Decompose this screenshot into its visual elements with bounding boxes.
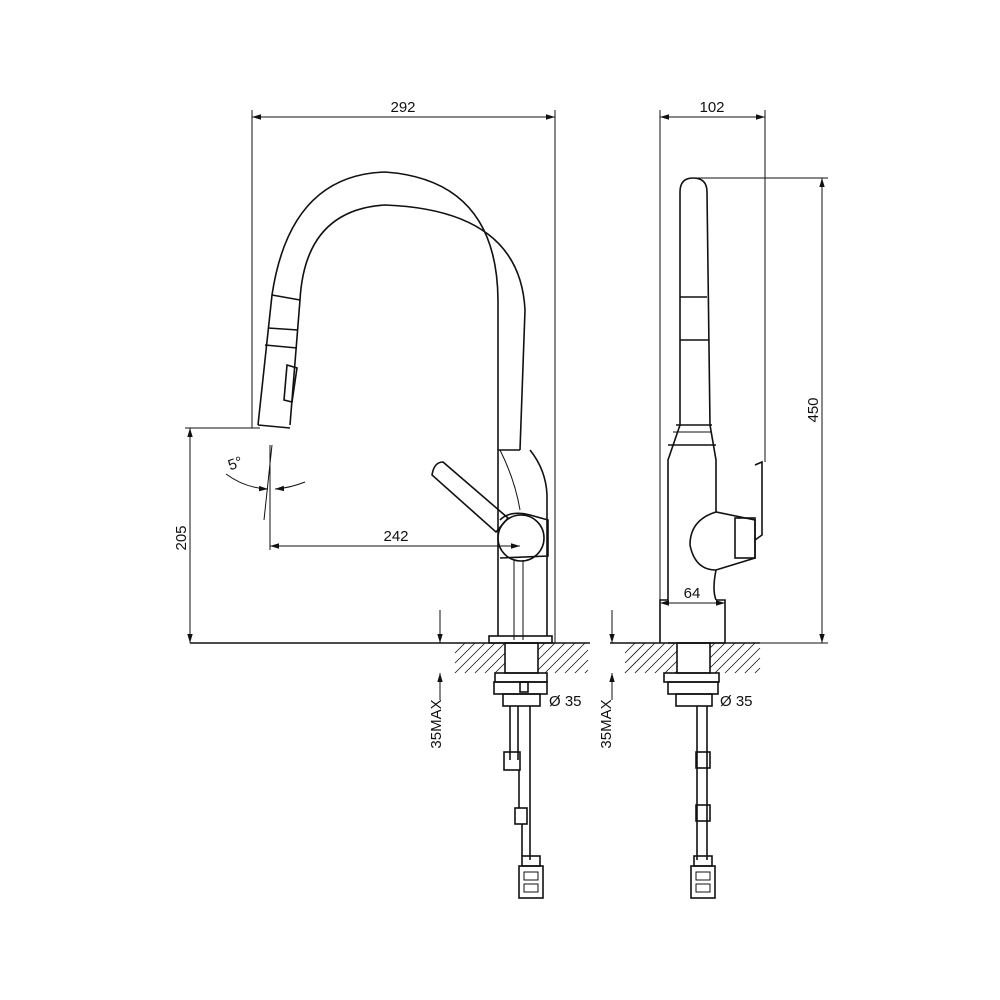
dim-hole-diameter-front: Ø 35 (549, 693, 582, 710)
front-dimensions: 292 242 205 5° 35MAX Ø 35 (173, 99, 582, 749)
dim-max-thickness-front: 35MAX (428, 699, 445, 748)
side-dimensions: 102 450 64 35MAX Ø 35 (598, 99, 828, 749)
dim-max-thickness-side: 35MAX (598, 699, 615, 748)
faucet-body-side (659, 177, 717, 643)
front-view (190, 171, 590, 899)
shank-assembly-side (663, 642, 720, 899)
dim-swivel-angle: 5° (226, 453, 245, 474)
counter-section-side (624, 642, 761, 674)
counter-section-front (454, 642, 589, 674)
side-view (610, 177, 763, 899)
dim-spout-height: 205 (173, 525, 190, 550)
handle-cartridge-front (497, 514, 545, 562)
handle-side (689, 511, 756, 571)
dim-body-diameter: 64 (684, 585, 701, 602)
dim-side-width: 102 (699, 99, 724, 116)
shank-assembly-front (493, 642, 548, 899)
dim-total-height: 450 (805, 397, 822, 422)
base-plate-front (488, 635, 553, 644)
dim-hole-diameter-side: Ø 35 (720, 693, 753, 710)
dim-spout-reach: 242 (383, 528, 408, 545)
dim-overall-width: 292 (390, 99, 415, 116)
spout-tube-front (257, 171, 526, 451)
spray-head-front (257, 294, 301, 429)
handle-lever-front (431, 461, 510, 534)
